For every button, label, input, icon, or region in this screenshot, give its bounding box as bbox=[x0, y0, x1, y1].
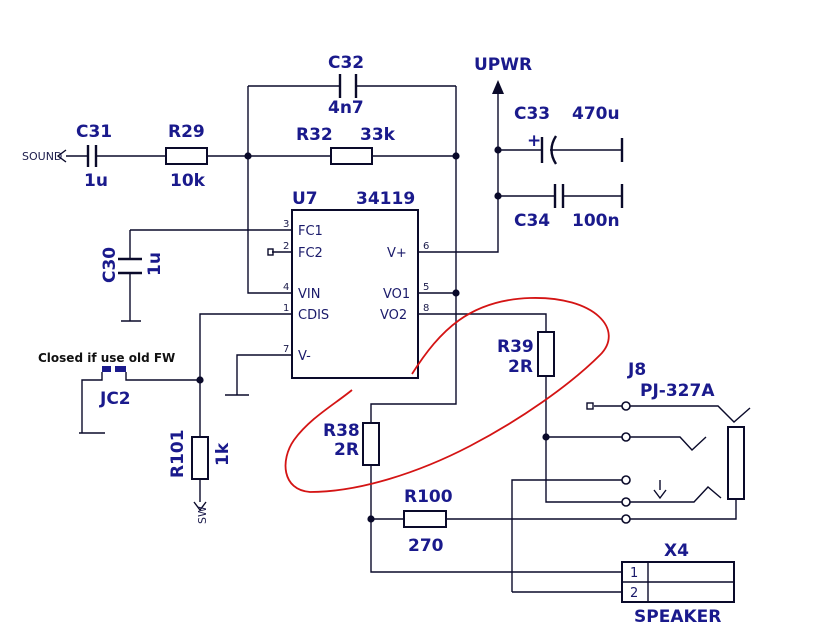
jack-j8[interactable]: J8 PJ-327A bbox=[586, 360, 751, 524]
wires bbox=[66, 85, 622, 593]
u7-part: 34119 bbox=[356, 189, 415, 209]
u7-pin-vo1: VO1 bbox=[383, 287, 410, 302]
x4-name: SPEAKER bbox=[634, 607, 721, 627]
u7-pin-vplus: V+ bbox=[387, 246, 407, 261]
r39-ref: R39 bbox=[497, 337, 534, 357]
junction-dot bbox=[494, 192, 502, 200]
r29-value: 10k bbox=[170, 171, 206, 191]
r100-value: 270 bbox=[408, 536, 444, 556]
u7-pin-6-num: 6 bbox=[423, 241, 429, 252]
u7-pin-8-num: 8 bbox=[423, 303, 429, 314]
u7-pin-cdis: CDIS bbox=[298, 308, 329, 323]
u7-pin-4-num: 4 bbox=[283, 282, 289, 293]
upwr-net-label: UPWR bbox=[474, 55, 532, 75]
capacitor-c33[interactable]: + C33 470u bbox=[514, 104, 624, 165]
c30-value: 1u bbox=[145, 252, 165, 276]
junctions bbox=[196, 146, 550, 523]
ic-u7[interactable]: U7 34119 FC1 3 FC2 2 VIN 4 CDIS 1 V- 7 V… bbox=[283, 189, 429, 379]
resistor-r39[interactable]: R39 2R bbox=[497, 331, 555, 377]
c32-ref: C32 bbox=[328, 53, 364, 73]
sw-net-flag: SW bbox=[193, 501, 209, 524]
r32-value: 33k bbox=[360, 125, 396, 145]
sw-net-label: SW bbox=[196, 506, 209, 524]
junction-dot bbox=[542, 433, 550, 441]
x4-ref: X4 bbox=[664, 541, 689, 561]
jc2-note: Closed if use old FW bbox=[38, 351, 175, 365]
c33-ref: C33 bbox=[514, 104, 550, 124]
u7-pin-7-num: 7 bbox=[283, 344, 289, 355]
x4-pin-2: 2 bbox=[630, 586, 638, 601]
u7-pin-vo2: VO2 bbox=[380, 308, 407, 323]
j8-part: PJ-327A bbox=[640, 381, 715, 401]
capacitor-c31[interactable]: C31 1u bbox=[76, 122, 112, 191]
r29-ref: R29 bbox=[168, 122, 205, 142]
u7-pin-vminus: V- bbox=[298, 349, 311, 364]
resistor-r100[interactable]: R100 270 bbox=[403, 487, 453, 556]
resistor-r29[interactable]: R29 10k bbox=[165, 122, 208, 191]
u7-ref: U7 bbox=[292, 189, 318, 209]
j8-ref: J8 bbox=[627, 360, 646, 380]
u7-pin-fc2: FC2 bbox=[298, 246, 323, 261]
c33-polarity: + bbox=[527, 131, 541, 151]
c34-value: 100n bbox=[572, 211, 620, 231]
jc2-ref: JC2 bbox=[99, 389, 131, 409]
connector-x4[interactable]: X4 1 2 SPEAKER bbox=[621, 541, 735, 627]
capacitor-c30[interactable]: C30 1u bbox=[100, 247, 165, 283]
r101-value: 1k bbox=[213, 442, 233, 466]
u7-pin-2-num: 2 bbox=[283, 241, 289, 252]
resistor-r38[interactable]: R38 2R bbox=[323, 421, 380, 466]
junction-dot bbox=[452, 289, 460, 297]
capacitor-c34[interactable]: C34 100n bbox=[514, 184, 624, 231]
c32-value: 4n7 bbox=[328, 98, 364, 118]
c30-ref: C30 bbox=[100, 247, 120, 283]
resistor-r101[interactable]: R101 1k bbox=[168, 429, 233, 480]
x4-pin-1: 1 bbox=[630, 566, 638, 581]
capacitor-c32[interactable]: C32 4n7 bbox=[328, 53, 364, 118]
jumper-jc2[interactable]: Closed if use old FW JC2 bbox=[38, 351, 175, 409]
junction-dot bbox=[452, 152, 460, 160]
red-annotation-loop bbox=[284, 297, 610, 493]
u7-pin-fc1: FC1 bbox=[298, 224, 323, 239]
r38-value: 2R bbox=[334, 440, 359, 460]
sound-net-label: SOUND bbox=[22, 150, 62, 163]
c31-ref: C31 bbox=[76, 122, 112, 142]
u7-pin-3-num: 3 bbox=[283, 219, 289, 230]
junction-dot bbox=[196, 376, 204, 384]
upwr-supply: UPWR bbox=[474, 55, 532, 94]
fc2-terminal bbox=[267, 248, 274, 256]
junction-dot bbox=[367, 515, 375, 523]
u7-pin-5-num: 5 bbox=[423, 282, 429, 293]
c33-value: 470u bbox=[572, 104, 620, 124]
sound-net-flag: SOUND bbox=[22, 149, 67, 163]
r101-ref: R101 bbox=[168, 429, 188, 478]
c31-value: 1u bbox=[84, 171, 108, 191]
r39-value: 2R bbox=[508, 357, 533, 377]
u7-pin-1-num: 1 bbox=[283, 303, 289, 314]
r38-ref: R38 bbox=[323, 421, 360, 441]
c34-ref: C34 bbox=[514, 211, 550, 231]
r100-ref: R100 bbox=[404, 487, 453, 507]
r32-ref: R32 bbox=[296, 125, 333, 145]
u7-pin-vin: VIN bbox=[298, 287, 320, 302]
resistor-r32[interactable]: R32 33k bbox=[296, 125, 396, 165]
junction-dot bbox=[494, 146, 502, 154]
junction-dot bbox=[244, 152, 252, 160]
